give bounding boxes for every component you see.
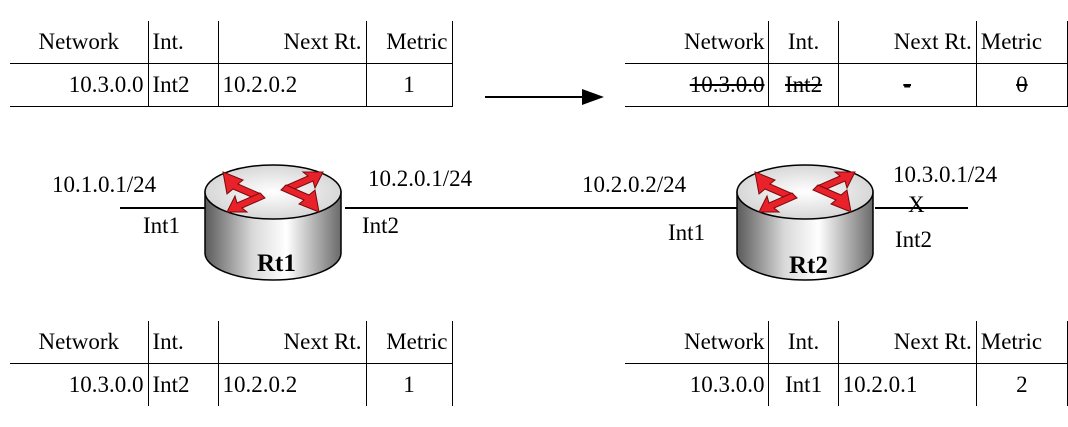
router-rt2-name: Rt2 bbox=[789, 252, 828, 279]
table-row: 10.3.0.0 Int2 10.2.0.2 1 bbox=[10, 363, 453, 406]
cell-next-rt: 10.2.0.2 bbox=[217, 63, 367, 107]
rt2-routing-table-before: Network Int. Next Rt. Metric 10.3.0.0 In… bbox=[625, 21, 1068, 107]
table-row: 10.3.0.0 Int2 - 0 bbox=[625, 63, 1068, 107]
cell-metric: 2 bbox=[975, 363, 1068, 406]
cell-network: 10.3.0.0 bbox=[10, 363, 149, 406]
col-network: Network bbox=[10, 321, 149, 364]
rt1-int1-label: Int1 bbox=[143, 213, 181, 238]
cell-network: 10.3.0.0 bbox=[10, 63, 149, 107]
rt2-int2-ip-label: 10.3.0.1/24 bbox=[893, 162, 998, 187]
cell-metric: 0 bbox=[975, 63, 1068, 107]
col-network: Network bbox=[625, 21, 770, 64]
col-next-rt: Next Rt. bbox=[837, 321, 977, 364]
rt1-int1-ip-label: 10.1.0.1/24 bbox=[52, 172, 157, 197]
col-network: Network bbox=[625, 321, 770, 364]
rt1-routing-table-after: Network Int. Next Rt. Metric 10.3.0.0 In… bbox=[10, 321, 453, 406]
cell-metric: 1 bbox=[365, 363, 453, 406]
rt2-routing-table-after: Network Int. Next Rt. Metric 10.3.0.0 In… bbox=[625, 321, 1068, 406]
table-row: 10.3.0.0 Int1 10.2.0.1 2 bbox=[625, 363, 1068, 406]
col-int: Int. bbox=[147, 21, 219, 64]
router-icon bbox=[204, 164, 342, 281]
table-header-row: Network Int. Next Rt. Metric bbox=[625, 321, 1068, 364]
cell-network: 10.3.0.0 bbox=[625, 363, 770, 406]
col-metric: Metric bbox=[365, 21, 453, 64]
rt1-int2-ip-label: 10.2.0.1/24 bbox=[368, 166, 473, 191]
cell-int: Int2 bbox=[147, 63, 219, 107]
cell-next-rt: - bbox=[837, 63, 977, 107]
rt1-int2-label: Int2 bbox=[362, 213, 400, 238]
col-metric: Metric bbox=[975, 21, 1068, 64]
cell-next-rt: 10.2.0.1 bbox=[837, 363, 977, 406]
rt2-int1-ip-label: 10.2.0.2/24 bbox=[582, 172, 687, 197]
cell-next-rt: 10.2.0.2 bbox=[217, 363, 367, 406]
link-failure-mark: X bbox=[908, 192, 925, 217]
col-metric: Metric bbox=[975, 321, 1068, 364]
col-metric: Metric bbox=[365, 321, 453, 364]
router-rt1-name: Rt1 bbox=[257, 250, 296, 277]
rt2-int1-label: Int1 bbox=[668, 220, 706, 245]
rt1-routing-table-before: Network Int. Next Rt. Metric 10.3.0.0 In… bbox=[10, 21, 453, 107]
cell-int: Int1 bbox=[768, 363, 839, 406]
table-row: 10.3.0.0 Int2 10.2.0.2 1 bbox=[10, 63, 453, 107]
arrow-right-icon bbox=[485, 89, 604, 105]
rt2-int2-label: Int2 bbox=[895, 227, 933, 252]
cell-int: Int2 bbox=[147, 363, 219, 406]
cell-metric: 1 bbox=[365, 63, 453, 107]
cell-int: Int2 bbox=[768, 63, 839, 107]
col-int: Int. bbox=[768, 321, 839, 364]
router-icon bbox=[736, 164, 874, 281]
table-header-row: Network Int. Next Rt. Metric bbox=[625, 21, 1068, 64]
col-network: Network bbox=[10, 21, 149, 64]
table-header-row: Network Int. Next Rt. Metric bbox=[10, 21, 453, 64]
cell-network: 10.3.0.0 bbox=[625, 63, 770, 107]
